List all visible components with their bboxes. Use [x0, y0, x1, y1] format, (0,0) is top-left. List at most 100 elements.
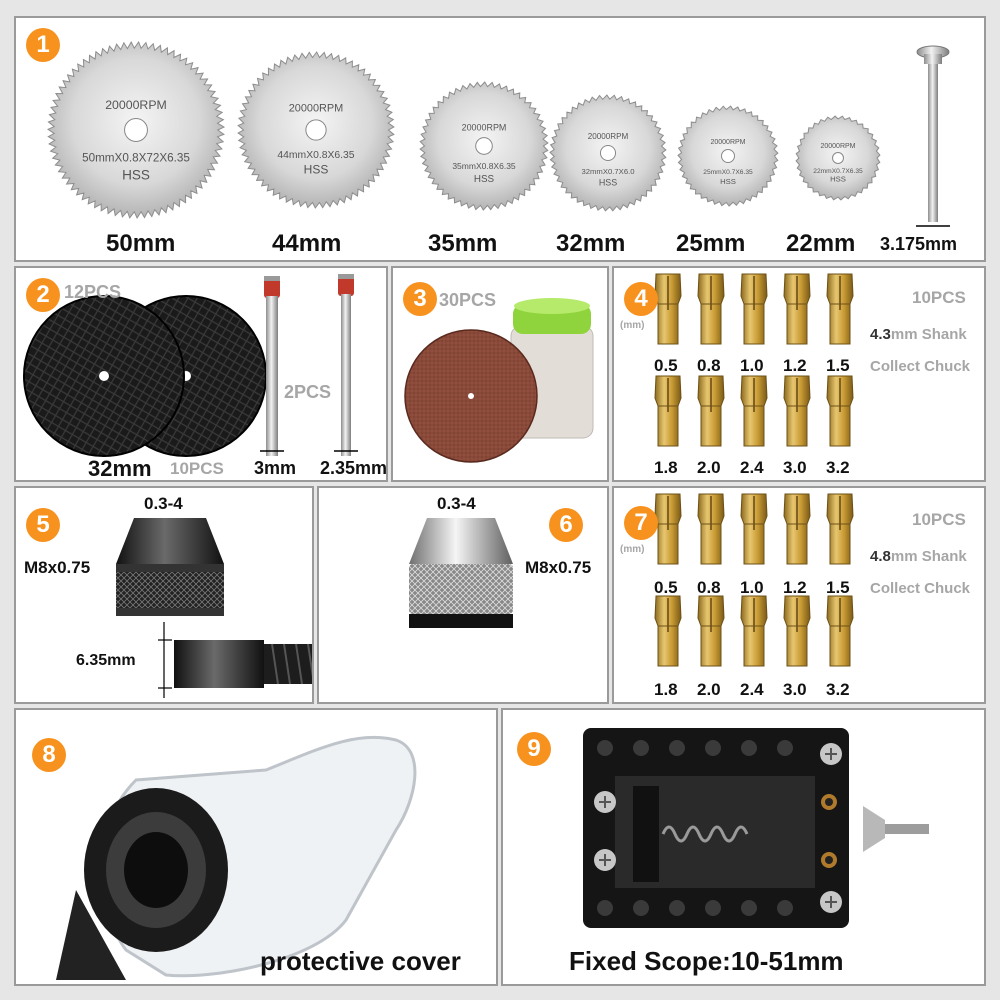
brass-collet [826, 595, 854, 667]
blade-material-text: HSS [122, 167, 150, 182]
blade-rpm-text: 20000RPM [289, 102, 344, 114]
brass-collet [697, 375, 725, 447]
collet-desc-label: Collect Chuck [870, 580, 971, 597]
panel-silver-chuck: 6 0.3-4 M8x0.75 [317, 486, 609, 704]
collet-size-label: 1.8 [654, 458, 678, 477]
panel-cutting-discs: 2 12PCS 2PCS 32mm 10PCS 3mm 2.35mm [14, 266, 388, 482]
panel-black-chuck: 5 0.3-4 M8x0.75 6.35mm [14, 486, 314, 704]
blade-size-label: 22mm [786, 230, 856, 257]
collet-count-label: 10PCS [912, 288, 966, 307]
fiberglass-discs-illustration [23, 274, 358, 457]
mandrel-size-label: 3.175mm [880, 234, 958, 254]
badge-6: 6 [549, 508, 583, 542]
unit-label: (mm) [620, 544, 645, 555]
brass-collet [783, 493, 811, 565]
brass-collet [740, 493, 768, 565]
blade-material-text: HSS [599, 177, 617, 187]
thread-label: M8x0.75 [24, 558, 91, 577]
blade-material-text: HSS [474, 174, 495, 185]
collet-range-label: 0.3-4 [144, 494, 183, 513]
unit-label: (mm) [620, 320, 645, 331]
blade-spec-text: 35mmX0.8X6.35 [452, 161, 516, 171]
shank-label: 4.3mm Shank [870, 326, 967, 343]
collet-size-label: 0.8 [697, 356, 721, 375]
blade-rpm-text: 20000RPM [105, 98, 167, 112]
resin-disc-count-label: 30PCS [439, 290, 497, 310]
brass-collet [740, 375, 768, 447]
panel-collet-4-8mm: 7 (mm) 10PCS 4.8mm Shank Collect Chuck 0… [612, 486, 986, 704]
clamp-caption: Fixed Scope:10-51mm [569, 946, 844, 976]
collet-size-label: 2.0 [697, 680, 721, 699]
blade-rpm-text: 20000RPM [820, 143, 855, 150]
collet-size-label: 3.0 [783, 458, 807, 477]
brass-collet [740, 595, 768, 667]
badge-3: 3 [403, 282, 437, 316]
collet-size-label: 1.5 [826, 356, 850, 375]
blade-spec-text: 25mmX0.7X6.35 [703, 169, 753, 176]
shank-suffix: mm Shank [890, 326, 967, 343]
brass-collet [654, 273, 682, 345]
shank-size: 4.8 [870, 548, 891, 565]
collet-size-label: 2.0 [697, 458, 721, 477]
brass-collet [783, 595, 811, 667]
blade-size-label: 50mm [106, 230, 176, 257]
panel-resin-discs: 3 30PCS [391, 266, 609, 482]
brass-collet [826, 493, 854, 565]
badge-4: 4 [624, 282, 658, 316]
brass-collet [697, 493, 725, 565]
panel-fixed-clamp: 9 Fixed Scope:10-51mm [501, 708, 986, 986]
panel-collet-4-3mm: 4 (mm) 10PCS 4.3mm Shank Collect Chuck 0… [612, 266, 986, 482]
cover-caption: protective cover [260, 946, 461, 976]
shaft-diameter-label: 6.35mm [76, 652, 136, 669]
blade-size-label: 35mm [428, 230, 498, 257]
collet-range-label: 0.3-4 [437, 494, 476, 513]
blade-rpm-text: 20000RPM [710, 139, 745, 146]
blade-size-label: 25mm [676, 230, 746, 257]
blade-rpm-text: 20000RPM [462, 123, 507, 133]
badge-1: 1 [26, 28, 60, 62]
collet-size-label: 0.8 [697, 578, 721, 597]
blade-spec-text: 22mmX0.7X6.35 [813, 168, 863, 175]
shank-label: 4.8mm Shank [870, 548, 967, 565]
disc-count-label: 12PCS [64, 282, 122, 302]
blade-spec-text: 44mmX0.8X6.35 [277, 150, 354, 161]
mandrel-a-label: 3mm [254, 458, 297, 478]
collet-size-label: 3.2 [826, 458, 850, 477]
collet-size-label: 3.0 [783, 680, 807, 699]
collet-size-label: 1.2 [783, 356, 807, 375]
brass-collet [740, 273, 768, 345]
silver-keyless-chuck-illustration [409, 518, 513, 628]
brass-collet [783, 375, 811, 447]
blade-size-label: 44mm [272, 230, 342, 257]
blade-size-label: 32mm [556, 230, 626, 257]
blade-spec-text: 32mmX0.7X6.0 [581, 167, 634, 176]
clamp-vise-illustration [583, 728, 929, 928]
collet-size-label: 1.0 [740, 578, 764, 597]
mandrel-b-label: 2.35mm [320, 458, 388, 478]
blade-material-text: HSS [720, 177, 736, 186]
badge-9: 9 [517, 732, 551, 766]
collet-size-label: 1.0 [740, 356, 764, 375]
brass-collet [654, 595, 682, 667]
collet-size-label: 1.2 [783, 578, 807, 597]
disc-qty-label: 10PCS [170, 459, 224, 478]
brass-collet [783, 273, 811, 345]
blade-spec-text: 50mmX0.8X72X6.35 [82, 152, 190, 165]
collet-size-label: 2.4 [740, 680, 764, 699]
collet-count-label: 10PCS [912, 510, 966, 529]
protective-cover-illustration [56, 735, 417, 980]
collet-size-label: 0.5 [654, 578, 678, 597]
mandrel-count-label: 2PCS [284, 382, 332, 402]
brass-collet [697, 273, 725, 345]
blade-material-text: HSS [830, 175, 846, 184]
collet-size-label: 1.8 [654, 680, 678, 699]
collet-set-illustration [654, 493, 854, 667]
brass-collet [826, 375, 854, 447]
